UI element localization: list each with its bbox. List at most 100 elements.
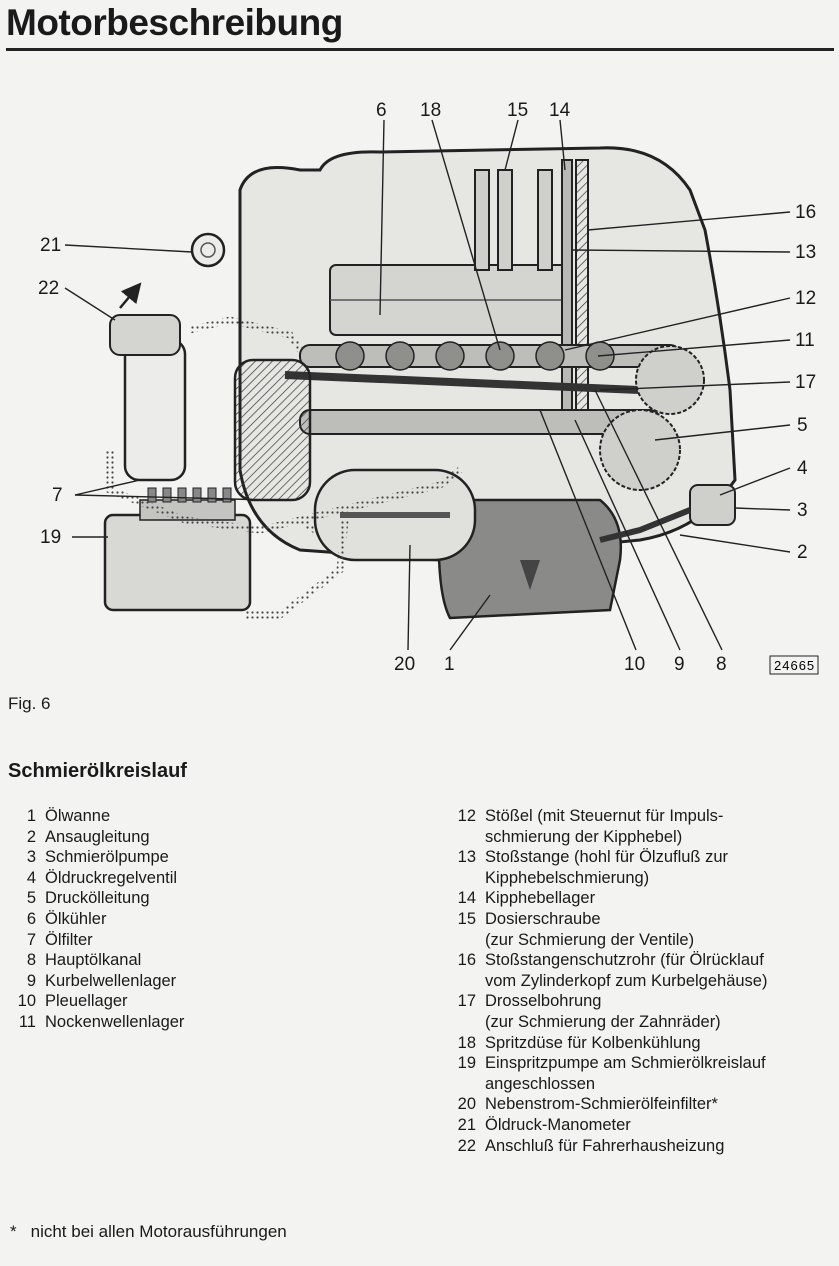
callout-11: 11 — [795, 330, 815, 351]
callout-1: 1 — [444, 654, 455, 675]
callout-6: 6 — [376, 100, 387, 121]
legend-number: 16 — [457, 951, 476, 970]
legend-item: 9 Kurbelwellenlager — [12, 971, 342, 992]
callout-5: 5 — [797, 415, 808, 436]
legend-item: 21 Öldruck-Manometer — [452, 1115, 838, 1136]
suction-line — [599, 507, 692, 543]
legend-number: 2 — [26, 827, 36, 846]
legend-item: 13 Stoßstange (hohl für Ölzufluß zur Kipp… — [452, 847, 838, 888]
legend-item: 20 Nebenstrom-Schmierölfeinfilter* — [452, 1094, 838, 1115]
legend-text: Nebenstrom-Schmierölfeinfilter* — [485, 1095, 718, 1114]
legend-item: 16 Stoßstangenschutzrohr (für Ölrücklauf … — [452, 950, 838, 991]
callout-10: 10 — [624, 654, 645, 675]
legend-text: Stößel (mit Steuernut für Impuls- schmie… — [485, 807, 724, 846]
legend-item: 15 Dosierschraube (zur Schmierung der Ven… — [452, 909, 838, 950]
legend-number: 15 — [457, 909, 476, 928]
image-number: 24665 — [774, 658, 815, 673]
oil-pressure-gauge — [190, 232, 226, 268]
legend-text: Öldruckregelventil — [45, 868, 178, 887]
title-rule — [6, 48, 834, 51]
legend-item: 11 Nockenwellenlager — [12, 1012, 342, 1033]
legend-number: 19 — [457, 1054, 476, 1073]
legend-text: Dosierschraube (zur Schmierung der Venti… — [485, 909, 695, 949]
callout-7: 7 — [52, 485, 63, 506]
callout-20: 20 — [394, 654, 415, 675]
injection-pump — [103, 487, 252, 612]
legend-text: Drosselbohrung (zur Schmierung der Zahnr… — [485, 992, 721, 1031]
legend-text: Pleuellager — [45, 992, 128, 1011]
figure-caption: Fig. 6 — [8, 694, 51, 713]
legend-text: Spritzdüse für Kolbenkühlung — [485, 1033, 701, 1052]
callout-21: 21 — [40, 235, 61, 256]
legend-item: 6 Ölkühler — [12, 909, 342, 930]
legend-item: 5 Drucköl­leitung — [12, 888, 342, 909]
legend-text: Einspritzpumpe am Schmierölkreislauf ang… — [485, 1054, 766, 1093]
callout-16: 16 — [795, 202, 816, 223]
legend-text: Drucköl­leitung — [45, 889, 150, 908]
callout-8: 8 — [716, 654, 727, 675]
callout-12: 12 — [795, 288, 816, 309]
legend-text: Stoßstange (hohl für Ölzufluß zur Kipphe… — [485, 848, 729, 887]
legend-number: 21 — [457, 1115, 476, 1134]
footnote-text: nicht bei allen Motorausführungen — [30, 1222, 287, 1241]
legend-text: Stoßstangenschutzrohr (für Ölrücklauf vo… — [485, 951, 768, 990]
legend-text: Ölfilter — [45, 930, 93, 949]
callout-15: 15 — [507, 100, 528, 121]
legend-number: 17 — [457, 992, 476, 1011]
legend-text: Kurbelwellenlager — [45, 971, 177, 990]
legend-number: 20 — [457, 1095, 476, 1114]
oil-lines — [106, 316, 463, 619]
callout-17: 17 — [795, 372, 816, 393]
callout-14: 14 — [549, 100, 571, 121]
timing-gear-upper — [635, 345, 705, 415]
main-oil-gallery — [284, 371, 641, 394]
legend-text: Öldruck-Manometer — [485, 1115, 631, 1134]
legend-number: 14 — [457, 889, 476, 908]
callout-numbers: 6 18 15 14 16 13 12 11 17 5 4 3 2 21 22 … — [38, 100, 816, 675]
legend-right-column: 12 Stößel (mit Steuernut für Impuls- schm… — [452, 806, 838, 1156]
engine-lubrication-diagram: 6 18 15 14 16 13 12 11 17 5 4 3 2 21 22 … — [38, 100, 819, 675]
legend-number: 9 — [26, 971, 36, 990]
legend-number: 18 — [457, 1033, 476, 1052]
footnote: *nicht bei allen Motorausführungen — [10, 1222, 287, 1242]
legend-item: 4 Öldruckregelventil — [12, 868, 342, 889]
legend-text: Hauptölkanal — [45, 951, 142, 970]
legend-number: 6 — [26, 909, 36, 928]
legend-text: Kipphebellager — [485, 889, 596, 908]
legend-number: 5 — [26, 889, 36, 908]
callout-leaders — [64, 119, 791, 651]
callout-19: 19 — [40, 527, 61, 548]
legend-item: 12 Stößel (mit Steuernut für Impuls- schm… — [452, 806, 838, 847]
legend-number: 4 — [26, 868, 36, 887]
legend-text: Anschluß für Fahrerhausheizung — [485, 1136, 725, 1155]
callout-2: 2 — [797, 542, 808, 563]
page-title: Motorbeschreibung — [6, 2, 343, 43]
legend-number: 1 — [26, 807, 36, 825]
legend-number: 13 — [457, 848, 476, 867]
callout-18: 18 — [420, 100, 441, 121]
legend-item: 22 Anschluß für Fahrerhausheizung — [452, 1136, 838, 1157]
legend-number: 12 — [457, 807, 476, 825]
legend-item: 17 Drosselbohrung (zur Schmierung der Zah… — [452, 991, 838, 1032]
heater-connection — [109, 314, 181, 356]
callout-22: 22 — [38, 278, 59, 299]
timing-gear-lower — [599, 409, 681, 491]
callout-4: 4 — [797, 458, 808, 479]
callout-13: 13 — [795, 242, 816, 263]
oil-cooler — [233, 358, 312, 502]
legend-text: Ölkühler — [45, 909, 107, 928]
legend-item: 18 Spritzdüse für Kolbenkühlung — [452, 1033, 838, 1054]
legend-number: 3 — [26, 848, 36, 867]
legend-number: 8 — [26, 951, 36, 970]
legend-number: 22 — [457, 1136, 476, 1155]
legend-number: 11 — [18, 1012, 36, 1031]
callout-3: 3 — [797, 500, 808, 521]
legend-text: Nockenwellenlager — [45, 1012, 185, 1031]
section-heading: Schmierölkreislauf — [8, 760, 187, 782]
